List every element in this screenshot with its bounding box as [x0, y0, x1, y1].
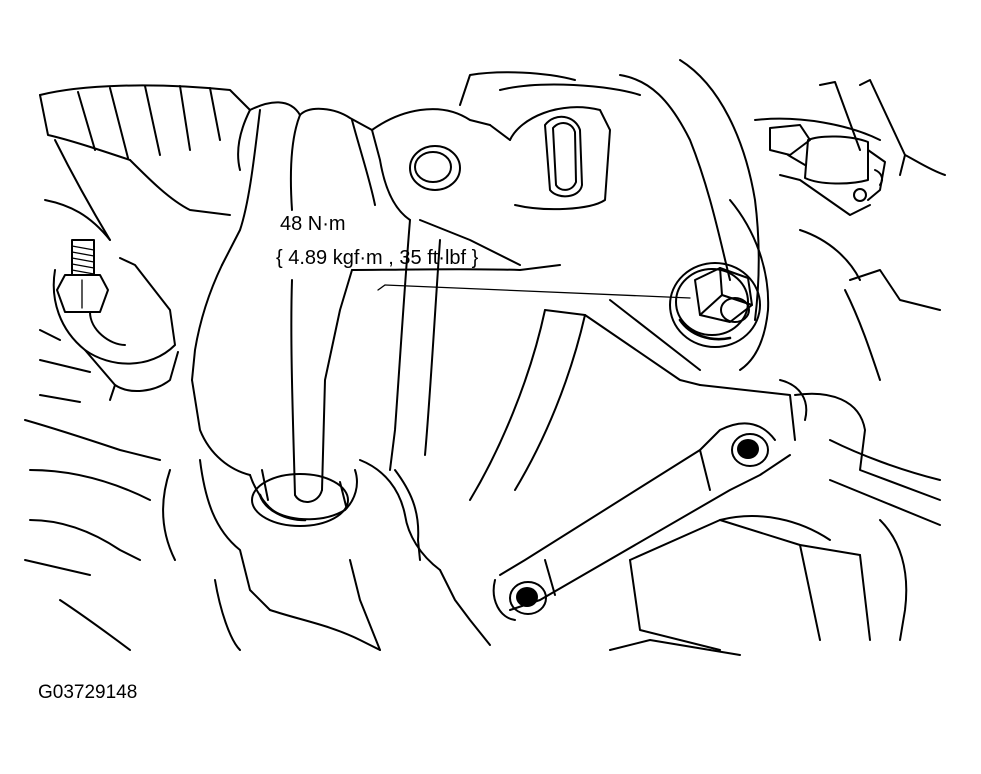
lower-link-arm: [492, 379, 808, 621]
left-mount-boss: [24, 257, 179, 501]
torque-conversions-label: { 4.89 kgf·m , 35 ft·lbf }: [276, 247, 479, 269]
upper-boss-hole: [371, 108, 491, 221]
torque-bolt: [669, 262, 761, 348]
lower-support: [162, 459, 491, 651]
callout-leader: [377, 284, 691, 299]
sensor-connector: [769, 79, 946, 216]
stud-bolt: [56, 239, 126, 346]
lower-left-contours: [24, 519, 381, 651]
gusset-plate: [351, 219, 701, 501]
figure-id-label: G03729148: [38, 682, 138, 703]
lower-right-block: [609, 392, 941, 656]
torque-value-label: 48 N·m: [280, 213, 346, 235]
upper-left-casting: [39, 84, 251, 241]
slotted-boss: [459, 71, 641, 211]
bracket-arm: [191, 101, 376, 503]
right-housing: [619, 59, 941, 381]
